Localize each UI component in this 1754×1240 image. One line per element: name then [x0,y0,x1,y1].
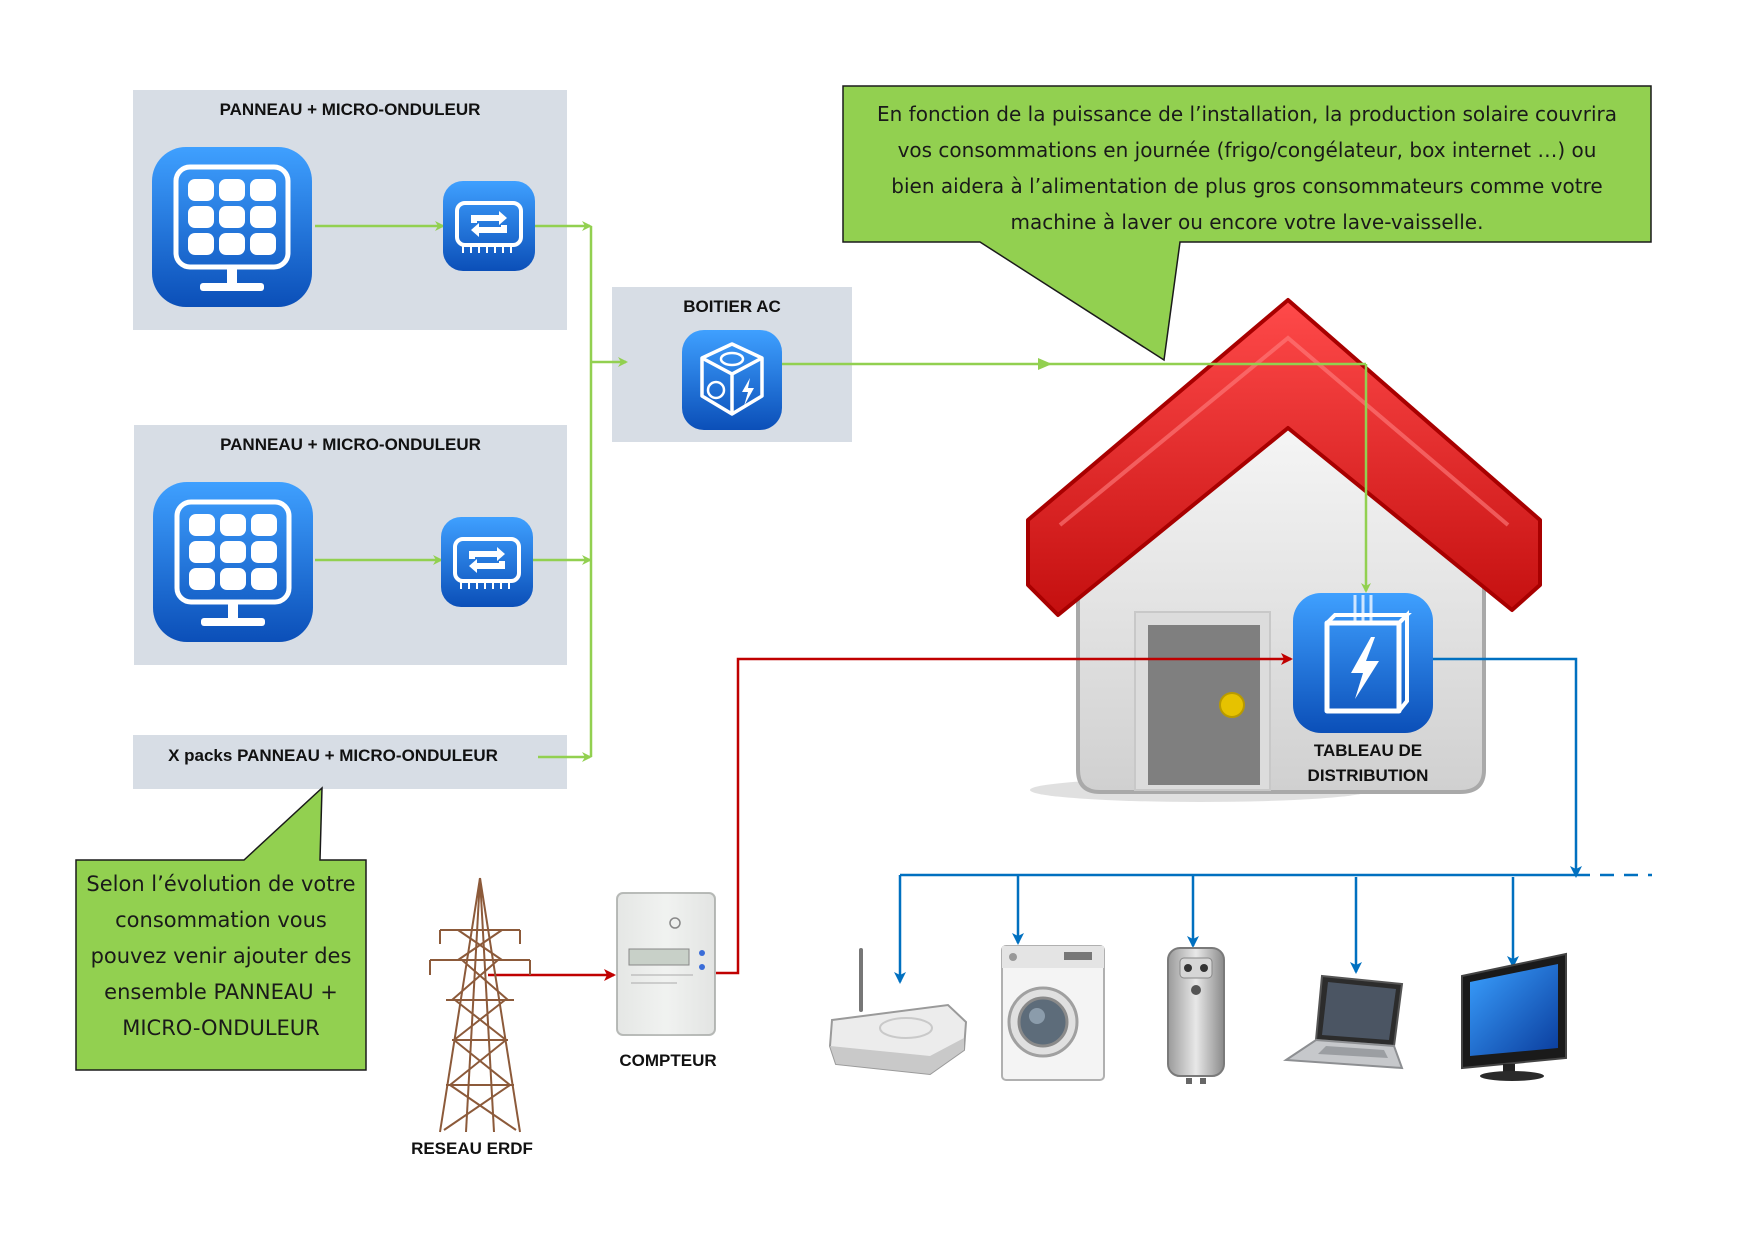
solar-panel-icon [153,482,313,642]
grid-label: RESEAU ERDF [411,1139,533,1158]
callout-top-text: En fonction de la puissance de l’install… [848,96,1646,240]
callout-bottom-line: ensemble PANNEAU + [104,980,338,1004]
television-icon [1461,952,1567,1081]
distribution-board-label: TABLEAU DE DISTRIBUTION [1268,738,1468,788]
distribution-board-label-line2: DISTRIBUTION [1307,766,1429,785]
water-heater-icon [1167,947,1225,1084]
callout-top-line: vos consommations en journée (frigo/cong… [897,138,1597,162]
callout-bottom-text: Selon l’évolution de votre consommation … [78,866,364,1046]
distribution-lines [894,657,1652,984]
meter-label: COMPTEUR [619,1051,717,1070]
callout-bottom-line: pouvez venir ajouter des [90,944,352,968]
washing-machine-icon [1001,945,1105,1081]
distribution-board-label-line1: TABLEAU DE [1313,741,1423,760]
panel-pack-2-title: PANNEAU + MICRO-ONDULEUR [220,435,481,454]
callout-bottom-bubble [75,786,367,1071]
laptop-icon [1283,974,1404,1070]
callout-top-line: En fonction de la puissance de l’install… [877,102,1617,126]
panel-pack-x-title: X packs PANNEAU + MICRO-ONDULEUR [168,746,498,765]
micro-inverter-icon [441,517,533,607]
callout-top-line: bien aidera à l’alimentation de plus gro… [891,174,1603,198]
micro-inverter-icon [443,181,535,271]
callout-top-line: machine à laver ou encore votre lave-vai… [1010,210,1484,234]
wifi-router-icon [828,948,968,1076]
callout-bottom-line: consommation vous [115,908,327,932]
grid-lines [488,653,1293,981]
solar-panel-icon [152,147,312,307]
power-pylon-icon [429,877,531,1133]
callout-bottom-line: Selon l’évolution de votre [86,872,356,896]
callout-top-bubble [842,85,1652,362]
distribution-board-icon [1293,593,1433,733]
panel-pack-1-title: PANNEAU + MICRO-ONDULEUR [219,100,481,119]
electric-meter-icon [616,892,716,1036]
ac-junction-box-icon [682,330,782,430]
ac-box-title: BOITIER AC [683,297,781,316]
house-icon [1026,298,1542,802]
panel-pack-x-box [133,735,567,789]
solar-ac-lines [315,221,1371,762]
callout-bottom-line: MICRO-ONDULEUR [122,1016,320,1040]
